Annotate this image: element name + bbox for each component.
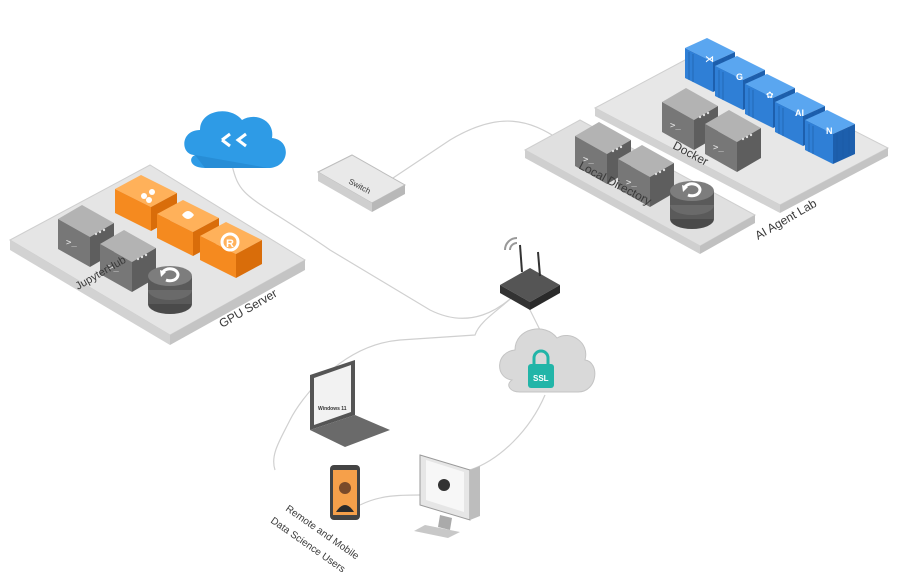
ssl-label: SSL	[533, 374, 549, 383]
python-icon	[157, 200, 219, 256]
svg-text:AI: AI	[795, 108, 804, 118]
svg-text:G: G	[736, 72, 743, 82]
laptop-os-label: Windows 11	[318, 406, 347, 412]
apple-monitor-icon	[414, 454, 480, 538]
remote-access-cloud-icon	[184, 111, 286, 168]
anaconda-icon	[115, 175, 177, 231]
svg-text:✿: ✿	[766, 90, 774, 100]
laptop-icon: Windows 11	[310, 360, 390, 447]
svg-text:N: N	[826, 126, 833, 136]
network-switch: Switch	[316, 154, 407, 212]
smartphone-icon	[330, 465, 360, 520]
database-icon	[146, 264, 194, 316]
svg-text:R: R	[226, 238, 234, 250]
ssl-cloud-icon: SSL	[499, 328, 596, 393]
svg-text:⋊: ⋊	[705, 54, 714, 64]
wireless-router-icon	[500, 237, 560, 310]
connection-lines	[231, 120, 561, 506]
r-icon: R	[200, 222, 262, 278]
directory-database-icon	[668, 179, 716, 231]
